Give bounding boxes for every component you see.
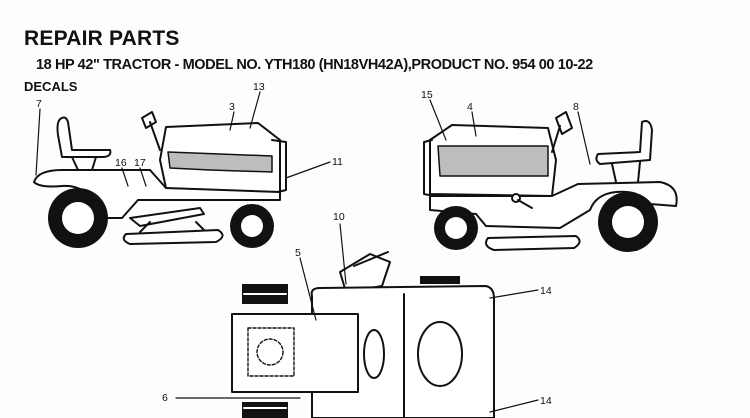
callout-numbers: 7 3 13 16 17 11 15 4 8 10 5 14 6 14 [36, 81, 579, 407]
callout-11: 11 [332, 156, 343, 168]
callout-6: 6 [162, 392, 168, 404]
callout-leaders-left [35, 91, 331, 187]
callout-16: 16 [115, 157, 127, 169]
callout-10: 10 [333, 211, 345, 223]
page-subtitle: 18 HP 42" TRACTOR - MODEL NO. YTH180 (HN… [36, 57, 593, 73]
callout-leaders-top [175, 223, 539, 413]
tractor-left-view [33, 111, 287, 248]
callout-15: 15 [421, 89, 433, 101]
callout-leaders-right [429, 99, 591, 165]
callout-3: 3 [229, 101, 235, 113]
callout-14-upper: 14 [540, 285, 552, 297]
callout-13: 13 [253, 81, 265, 93]
tractor-top-view [231, 251, 495, 418]
callout-8: 8 [573, 101, 579, 113]
callout-4: 4 [467, 101, 473, 113]
callout-14-lower: 14 [540, 395, 552, 407]
callout-7: 7 [36, 98, 42, 110]
tractor-right-view [423, 111, 678, 252]
callout-17: 17 [134, 157, 146, 169]
page-title: REPAIR PARTS [24, 27, 180, 50]
section-heading: DECALS [24, 79, 78, 94]
callout-5: 5 [295, 247, 301, 259]
